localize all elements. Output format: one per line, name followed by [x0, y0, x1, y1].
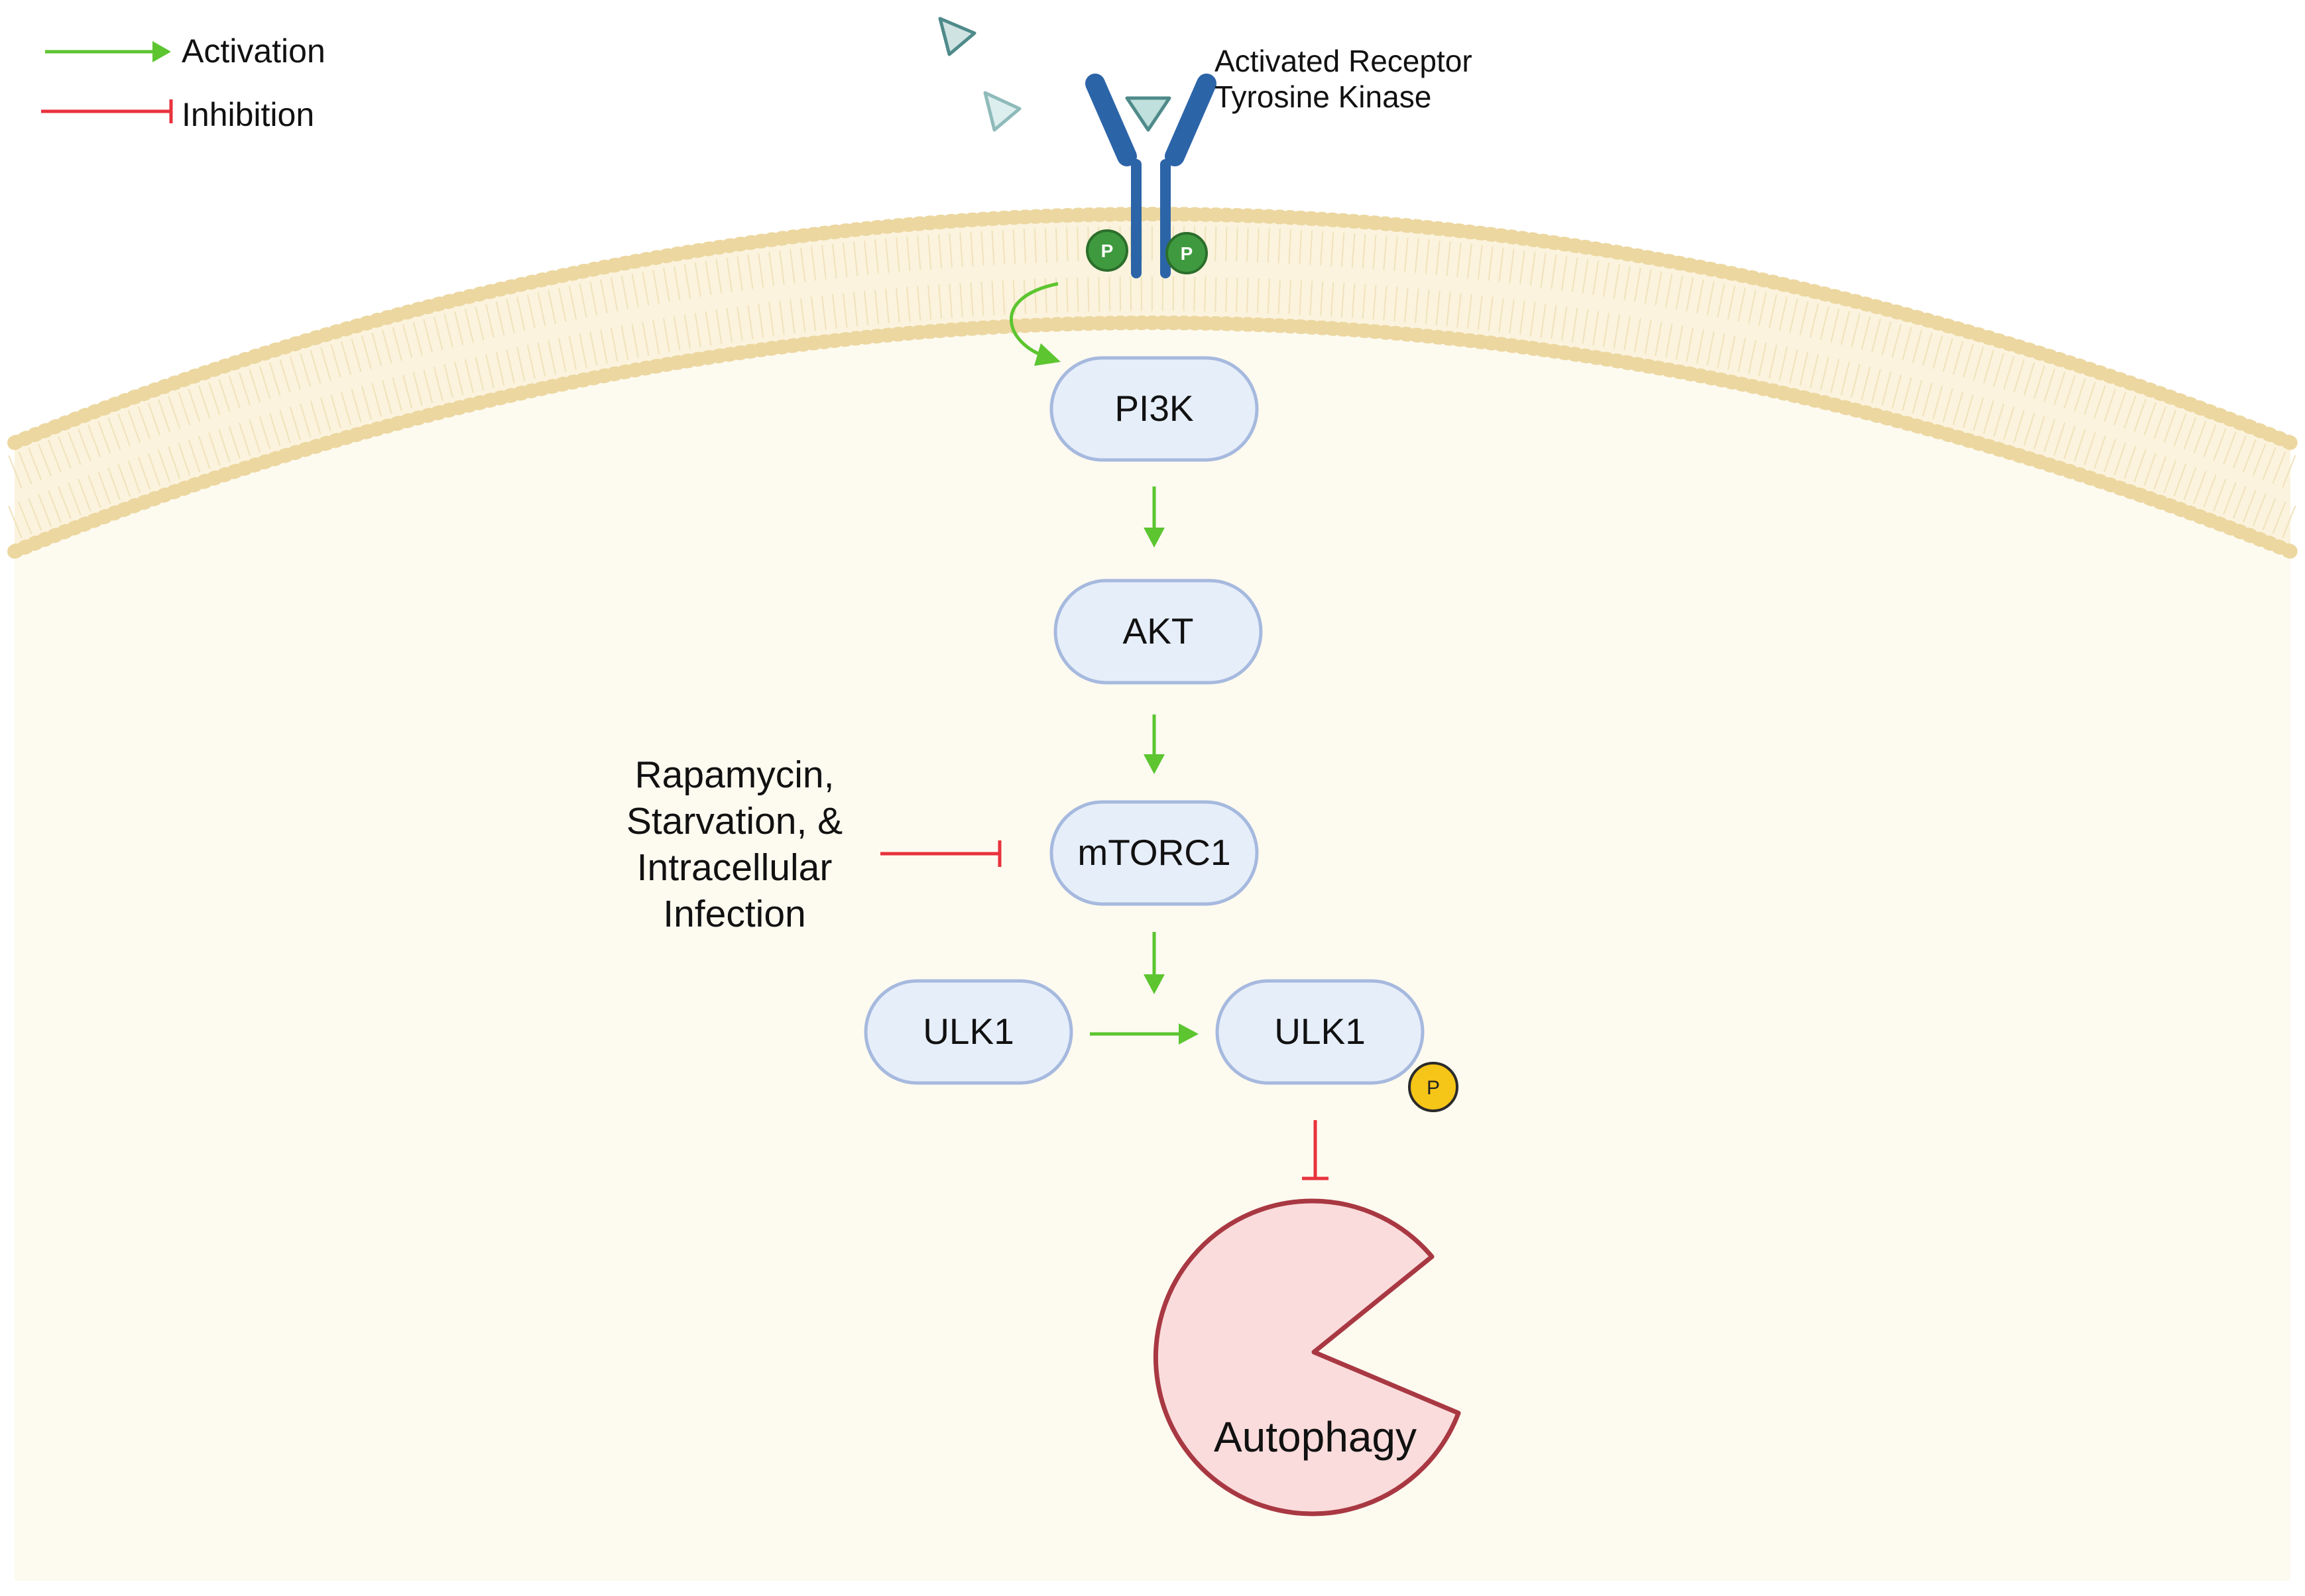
phospho-left-icon	[1086, 229, 1128, 272]
activation-arrowhead	[1034, 343, 1061, 366]
node-ulk1-active: ULK1	[1215, 979, 1425, 1085]
cell-membrane	[7, 207, 2298, 559]
bound-ligand-icon	[1125, 96, 1171, 132]
legend-inhibition-label: Inhibition	[182, 96, 314, 133]
inhibitor-line2: Starvation, &	[626, 800, 843, 842]
inhibitor-line1: Rapamycin,	[635, 754, 835, 796]
ulk1-phospho-label: P	[1427, 1077, 1440, 1099]
inhibitor-line3: Intracellular	[637, 846, 833, 889]
legend-activation-arrowhead	[152, 41, 171, 62]
node-akt: AKT	[1053, 579, 1263, 685]
receptor-tyrosine-kinase: P P	[1085, 74, 1216, 278]
phospho-right-label: P	[1181, 243, 1193, 264]
ligands	[938, 17, 1022, 132]
node-ulk1-inactive-label: ULK1	[923, 1011, 1014, 1052]
receptor-label-line1: Activated Receptor	[1214, 44, 1472, 78]
inhibitor-block: Rapamycin, Starvation, & Intracellular I…	[626, 754, 843, 935]
autophagy-icon	[1153, 1198, 1461, 1516]
ligand-icon	[983, 91, 1022, 132]
activation-arrow-rtk-pi3k	[1010, 282, 1059, 359]
autophagy-outcome: Autophagy	[1153, 1198, 1461, 1516]
autophagy-label: Autophagy	[1214, 1413, 1417, 1461]
legend-activation-label: Activation	[182, 32, 325, 70]
receptor-label-line2: Tyrosine Kinase	[1214, 80, 1431, 114]
legend: Activation Inhibition	[41, 32, 325, 133]
inhibitor-line4: Infection	[663, 893, 805, 935]
node-ulk1-inactive: ULK1	[864, 979, 1073, 1085]
node-mtorc1-label: mTORC1	[1077, 832, 1230, 873]
node-pi3k-label: PI3K	[1114, 388, 1194, 429]
activation-arrowhead	[1144, 754, 1165, 774]
ulk1-phospho-icon	[1408, 1062, 1458, 1112]
node-akt-label: AKT	[1123, 610, 1194, 652]
activation-arrowhead	[1144, 974, 1165, 994]
activation-arrowhead	[1179, 1023, 1199, 1045]
phospho-left-label: P	[1101, 241, 1114, 261]
node-mtorc1: mTORC1	[1049, 800, 1259, 906]
activation-arrowhead	[1144, 528, 1165, 547]
node-pi3k: PI3K	[1049, 356, 1259, 462]
node-ulk1-active-label: ULK1	[1274, 1011, 1366, 1052]
phospho-right-icon	[1165, 232, 1208, 274]
ligand-icon	[938, 17, 976, 56]
